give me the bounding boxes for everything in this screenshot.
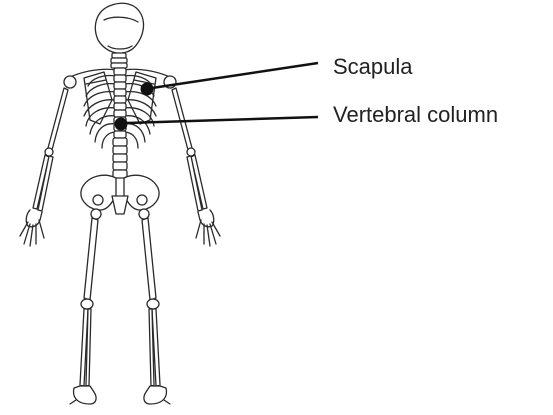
pelvis bbox=[81, 175, 159, 214]
vertebral-column-marker bbox=[115, 118, 128, 131]
hand-right bbox=[196, 210, 220, 246]
leg-left bbox=[70, 209, 101, 404]
vertebral-column-leader-line bbox=[126, 117, 318, 123]
neck bbox=[111, 53, 127, 68]
skull bbox=[95, 3, 143, 53]
scapula-marker bbox=[141, 83, 154, 96]
scapula-label: Scapula bbox=[333, 56, 413, 78]
arm-left bbox=[20, 76, 76, 246]
scapula-leader-line bbox=[152, 63, 318, 88]
hand-left bbox=[20, 210, 44, 246]
leg-right bbox=[139, 209, 170, 404]
arm-right bbox=[164, 76, 220, 246]
vertebral-column-label: Vertebral column bbox=[333, 104, 498, 126]
